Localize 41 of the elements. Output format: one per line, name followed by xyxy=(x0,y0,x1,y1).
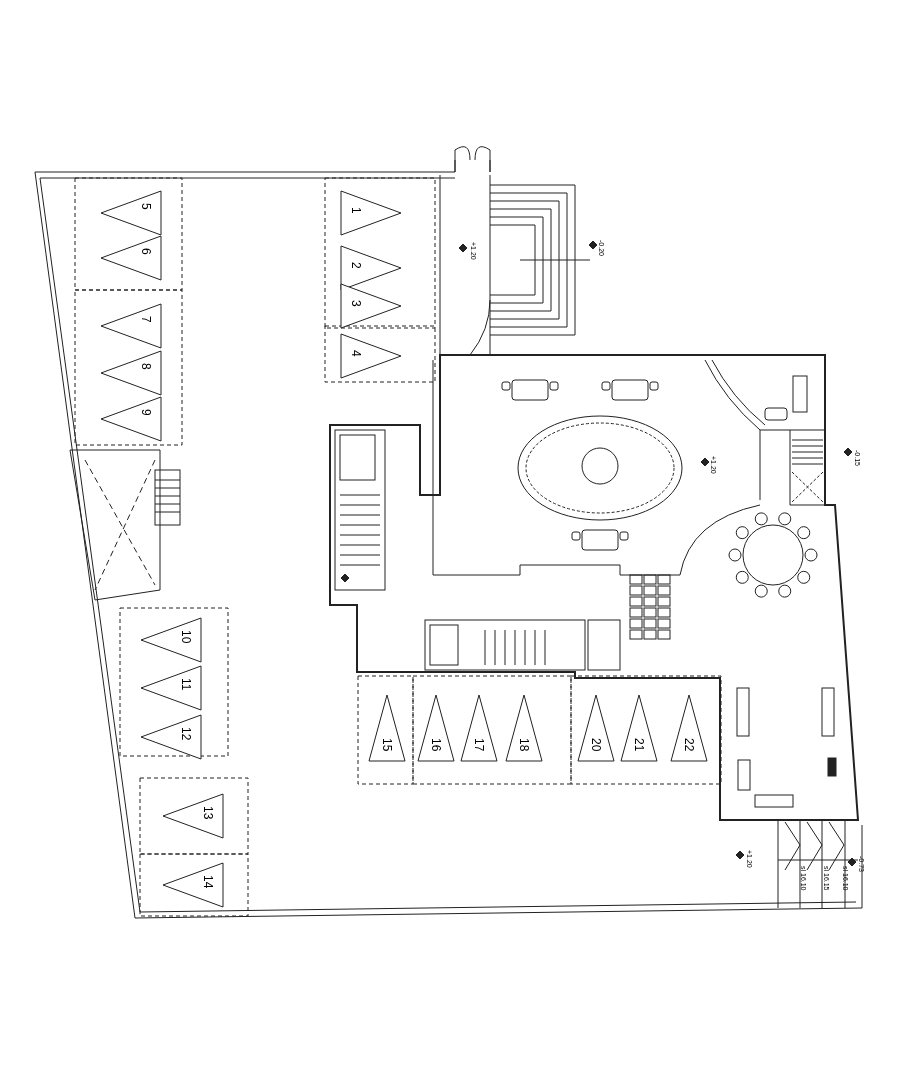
parking-space xyxy=(577,694,615,762)
parking-number: 12 xyxy=(180,727,192,741)
parking-space xyxy=(505,694,543,762)
parking-space xyxy=(140,665,202,711)
parking-space xyxy=(100,303,162,349)
parking-number: 7 xyxy=(140,316,152,323)
parking-number: 4 xyxy=(350,350,362,357)
parking-space xyxy=(340,190,402,236)
parking-space xyxy=(100,190,162,236)
parking-number: 1 xyxy=(350,207,362,214)
parking-number: 21 xyxy=(633,738,645,752)
parking-number: 16 xyxy=(430,738,442,752)
parking-space xyxy=(100,350,162,396)
parking-number: 22 xyxy=(683,738,695,752)
parking-number: 3 xyxy=(350,300,362,307)
parking-number: 20 xyxy=(590,738,602,752)
parking-space xyxy=(340,333,402,379)
parking-space xyxy=(100,235,162,281)
parking-space xyxy=(140,714,202,760)
parking-number: 17 xyxy=(473,738,485,752)
parking-space xyxy=(460,694,498,762)
parking-number: 15 xyxy=(381,738,393,752)
parking-number: 8 xyxy=(140,363,152,370)
parking-space xyxy=(417,694,455,762)
parking-space xyxy=(162,793,224,839)
parking-number: 11 xyxy=(180,678,192,691)
parking-number: 10 xyxy=(180,630,192,644)
parking-number: 14 xyxy=(202,875,214,889)
parking-space xyxy=(162,862,224,908)
parking-space xyxy=(620,694,658,762)
parking-number: 13 xyxy=(202,806,214,820)
parking-number: 18 xyxy=(518,738,530,752)
parking-space xyxy=(340,283,402,329)
parking-space xyxy=(368,694,406,762)
parking-number: 6 xyxy=(140,248,152,255)
parking-space xyxy=(100,396,162,442)
parking-space xyxy=(140,617,202,663)
parking-number: 9 xyxy=(140,409,152,416)
parking-number: 5 xyxy=(140,203,152,210)
parking-number: 2 xyxy=(350,262,362,269)
parking-space xyxy=(670,694,708,762)
